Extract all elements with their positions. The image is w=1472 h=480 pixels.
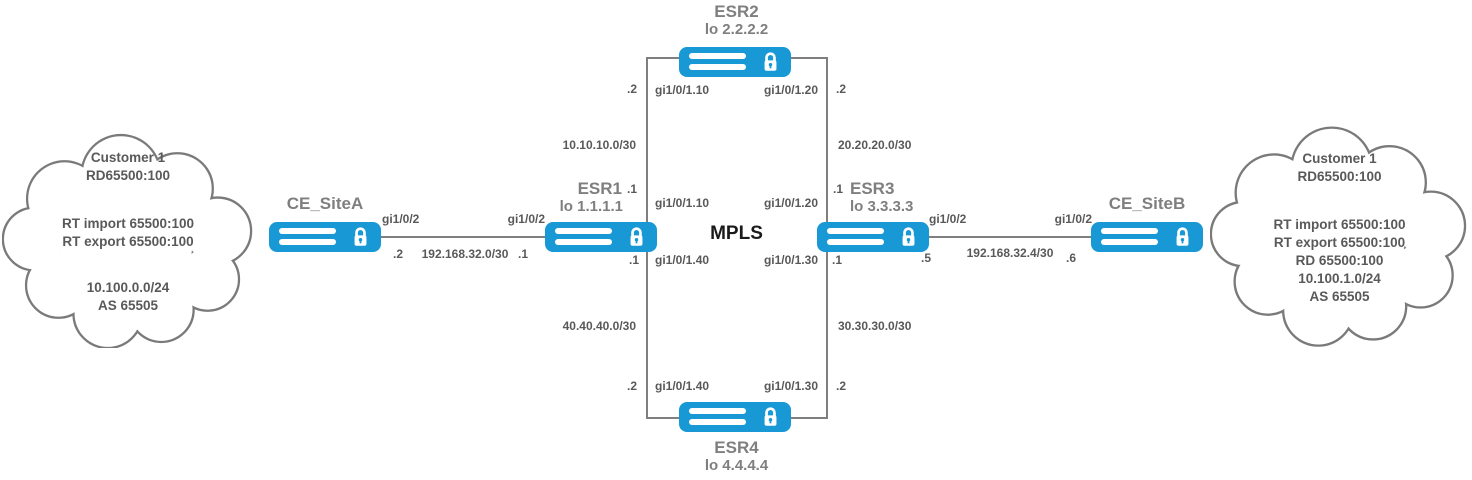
router-icon-esr1 xyxy=(545,222,657,252)
interface-label-ceb-gi102: gi1/0/2 xyxy=(1054,212,1092,226)
ip-label-esr4-right: .2 xyxy=(836,379,847,393)
router-slot-bar xyxy=(555,228,612,234)
router-slot-bar xyxy=(1101,239,1158,245)
customer-cloud-right-shape xyxy=(1210,126,1467,347)
cloud-line: RT export 65500:100 xyxy=(1273,235,1406,250)
router-slot-bar xyxy=(689,64,746,70)
cloud-line: RD65500:100 xyxy=(1297,169,1382,184)
network-label-esr4-esr3: 30.30.30.0/30 xyxy=(838,319,912,333)
customer-cloud-left-shape xyxy=(2,133,253,348)
cloud-line: 10.100.0.0/24 xyxy=(86,280,170,295)
lock-icon xyxy=(354,227,367,246)
device-label-esr3: ESR3 xyxy=(850,179,895,198)
device-label-ce-siteb: CE_SiteB xyxy=(1108,194,1186,213)
loopback-label-esr1: lo 1.1.1.1 xyxy=(559,198,623,215)
router-slot-bar xyxy=(279,228,336,234)
device-label-ce-sitea: CE_SiteA xyxy=(286,194,364,213)
cloud-line: AS 65505 xyxy=(97,298,159,313)
cloud-line: AS 65505 xyxy=(1309,289,1370,304)
lock-icon xyxy=(764,407,777,426)
interface-label-esr4-gi10130: gi1/0/1.30 xyxy=(763,379,818,393)
cloud-line: RT export 65500:100 xyxy=(62,234,194,249)
ip-label-esr3-top: .1 xyxy=(833,182,844,196)
router-icon-ce-sitea xyxy=(269,222,381,252)
interface-label-esr1-gi102: gi1/0/2 xyxy=(507,212,545,226)
ip-label-cea: .2 xyxy=(393,247,404,261)
interface-label-cea-gi102: gi1/0/2 xyxy=(382,212,420,226)
loopback-label-esr4: lo 4.4.4.4 xyxy=(704,457,769,474)
link-line-cea-esr1 xyxy=(325,236,603,238)
cloud-spacer xyxy=(18,185,238,215)
lock-icon xyxy=(1176,227,1189,246)
lock-icon xyxy=(902,227,915,246)
interface-label-esr3-gi102: gi1/0/2 xyxy=(929,212,967,226)
interface-label-esr1-gi10140: gi1/0/1.40 xyxy=(655,253,710,267)
cloud-line: RT import 65500:100 xyxy=(1273,217,1406,232)
loopback-label-esr2: lo 2.2.2.2 xyxy=(704,21,769,38)
cloud-line: Customer 1 xyxy=(1302,151,1377,166)
network-label-esr1-esr2: 10.10.10.0/30 xyxy=(562,138,636,152)
device-label-esr2: ESR2 xyxy=(714,2,759,21)
ip-label-ceb: .6 xyxy=(1066,251,1077,265)
network-label-esr1-esr4: 40.40.40.0/30 xyxy=(562,319,636,333)
ip-label-esr4-left: .2 xyxy=(626,379,637,393)
cloud-line: Customer 1 xyxy=(90,150,166,165)
router-slot-bar xyxy=(827,228,884,234)
interface-label-esr3-gi10120: gi1/0/1.20 xyxy=(763,196,818,210)
cloud-line: RT import 65500:100 xyxy=(61,216,195,231)
ip-label-esr2-right: .2 xyxy=(836,82,847,96)
interface-label-esr3-gi10130: gi1/0/1.30 xyxy=(763,253,818,267)
cloud-spacer xyxy=(1222,186,1457,216)
ip-label-esr3-ceb: .5 xyxy=(921,251,932,265)
router-slot-bar xyxy=(827,239,884,245)
cloud-line: RD 65500:100 xyxy=(1295,253,1384,268)
network-label-cea-esr1: 192.168.32.0/30 xyxy=(421,247,509,261)
interface-label-esr1-gi10110: gi1/0/1.10 xyxy=(655,196,710,210)
ip-label-esr3-bottom: .1 xyxy=(832,253,843,267)
interface-label-esr2-gi10120: gi1/0/1.20 xyxy=(763,83,818,97)
ip-label-esr1-bottom: .1 xyxy=(628,253,639,267)
customer-cloud-left-text: Customer 1 RD65500:100 RT import 65500:1… xyxy=(18,149,238,315)
router-slot-bar xyxy=(555,239,612,245)
router-icon-esr3 xyxy=(817,222,929,252)
cloud-line: 10.100.1.0/24 xyxy=(1298,271,1381,286)
cloud-line: RD65500:100 xyxy=(85,168,171,183)
mpls-label: MPLS xyxy=(710,223,763,244)
router-slot-bar xyxy=(689,53,746,59)
lock-icon xyxy=(764,52,777,71)
interface-label-esr2-gi10110: gi1/0/1.10 xyxy=(655,83,710,97)
lock-icon xyxy=(630,227,643,246)
ip-label-esr2-left: .2 xyxy=(626,82,637,96)
customer-cloud-right-text: Customer 1 RD65500:100 RT import 65500:1… xyxy=(1222,150,1457,306)
loopback-label-esr3: lo 3.3.3.3 xyxy=(850,198,914,215)
network-label-esr3-ceb: 192.168.32.4/30 xyxy=(966,246,1054,260)
router-icon-ce-siteb xyxy=(1091,222,1203,252)
device-label-esr4: ESR4 xyxy=(714,438,759,457)
router-slot-bar xyxy=(279,239,336,245)
router-slot-bar xyxy=(689,408,746,414)
router-icon-esr2 xyxy=(679,47,791,77)
interface-label-esr4-gi10140: gi1/0/1.40 xyxy=(655,379,710,393)
router-slot-bar xyxy=(689,419,746,425)
device-label-esr1: ESR1 xyxy=(577,179,622,198)
router-icon-esr4 xyxy=(679,402,791,432)
link-line-esr3-ceb xyxy=(873,236,1149,238)
ip-label-esr1-cea: .1 xyxy=(518,247,529,261)
router-slot-bar xyxy=(1101,228,1158,234)
cloud-spacer xyxy=(18,251,238,279)
ip-label-esr1-top: .1 xyxy=(627,182,638,196)
network-label-esr2-esr3: 20.20.20.0/30 xyxy=(838,138,912,152)
